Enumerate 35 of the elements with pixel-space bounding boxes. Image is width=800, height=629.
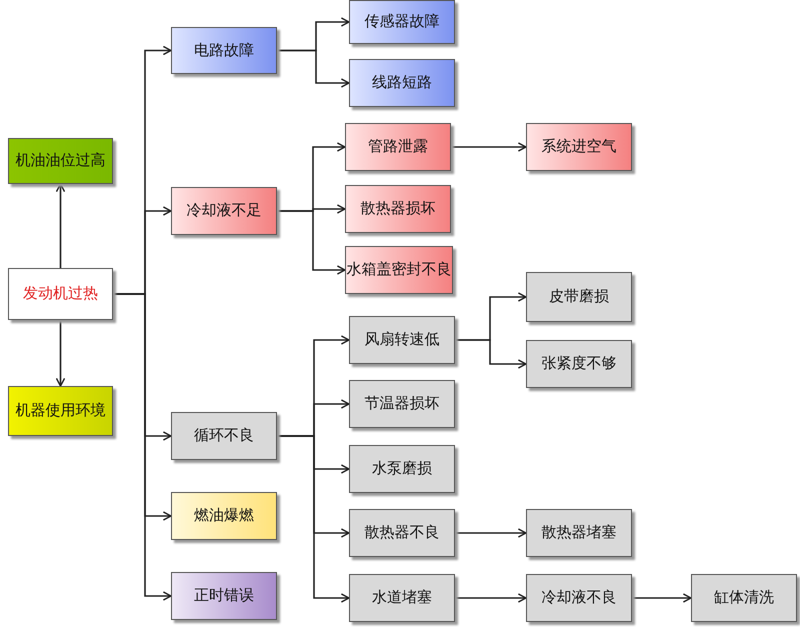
cause-box: 机油油位过高 [8,138,113,184]
cause-box: 机器使用环境 [8,386,113,436]
cause-box: 风扇转速低 [349,316,455,364]
cause-box: 线路短路 [349,59,455,107]
cause-box: 传感器故障 [349,0,455,44]
cause-box: 循环不良 [171,412,277,460]
arrow [277,210,346,275]
cause-box: 节温器损坏 [349,380,455,428]
cause-box: 燃油爆燃 [171,492,277,540]
arrow [113,293,172,601]
cause-box: 正时错误 [171,572,277,620]
cause-box: 水泵磨损 [349,445,455,493]
cause-box: 水道堵塞 [349,574,455,622]
arrow [455,593,527,603]
arrow [455,528,527,538]
cause-box: 电路故障 [171,27,277,74]
arrow [277,50,350,88]
cause-box: 散热器不良 [349,509,455,557]
arrow [451,142,527,152]
cause-box: 冷却液不良 [526,574,632,622]
arrow [455,339,527,369]
arrow [632,593,692,603]
arrow [277,435,350,603]
cause-box: 水箱盖密封不良 [345,246,453,294]
cause-box: 缸体清洗 [691,574,797,622]
cause-box: 冷却液不足 [171,187,277,235]
cause-box: 皮带磨损 [526,272,632,322]
arrow [56,320,66,387]
cause-box: 发动机过热 [8,268,113,320]
cause-box: 散热器损坏 [345,185,451,233]
cause-box: 张紧度不够 [526,340,632,388]
cause-box: 系统进空气 [526,123,632,171]
cause-box: 管路泄露 [345,123,451,171]
arrow [56,183,66,268]
cause-box: 散热器堵塞 [526,509,632,557]
